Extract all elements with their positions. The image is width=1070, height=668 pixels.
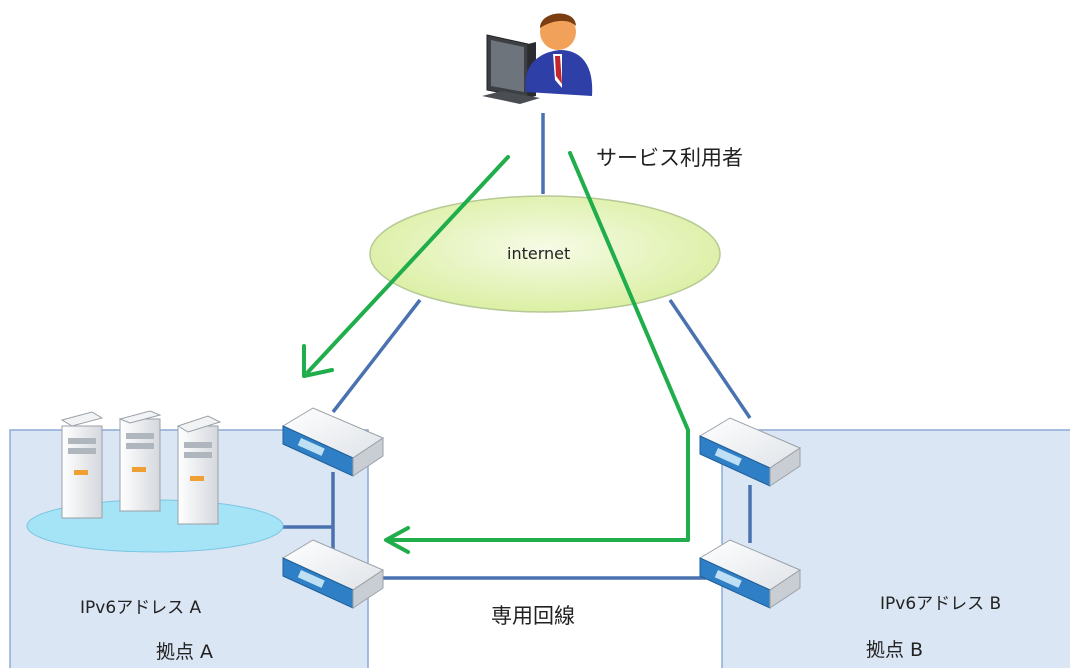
- ipv6-address-b-label: IPv6アドレス B: [880, 594, 1002, 614]
- internet-label: internet: [507, 244, 571, 263]
- server-icon: [26, 410, 284, 553]
- router-icon: [698, 539, 802, 609]
- ipv6-address-a-label: IPv6アドレス A: [80, 598, 202, 618]
- internet-cloud: [369, 195, 721, 313]
- dedicated-line-label: 専用回線: [491, 604, 575, 628]
- site-a-label: 拠点 A: [156, 641, 214, 663]
- router-icon: [281, 539, 385, 609]
- user-at-computer-icon: [482, 13, 593, 104]
- router-icon: [281, 407, 385, 477]
- router-icon: [698, 417, 802, 487]
- network-links: [283, 113, 752, 580]
- traffic-paths: [302, 151, 690, 554]
- service-user-label: サービス利用者: [596, 146, 743, 170]
- site-b-label: 拠点 B: [866, 639, 924, 661]
